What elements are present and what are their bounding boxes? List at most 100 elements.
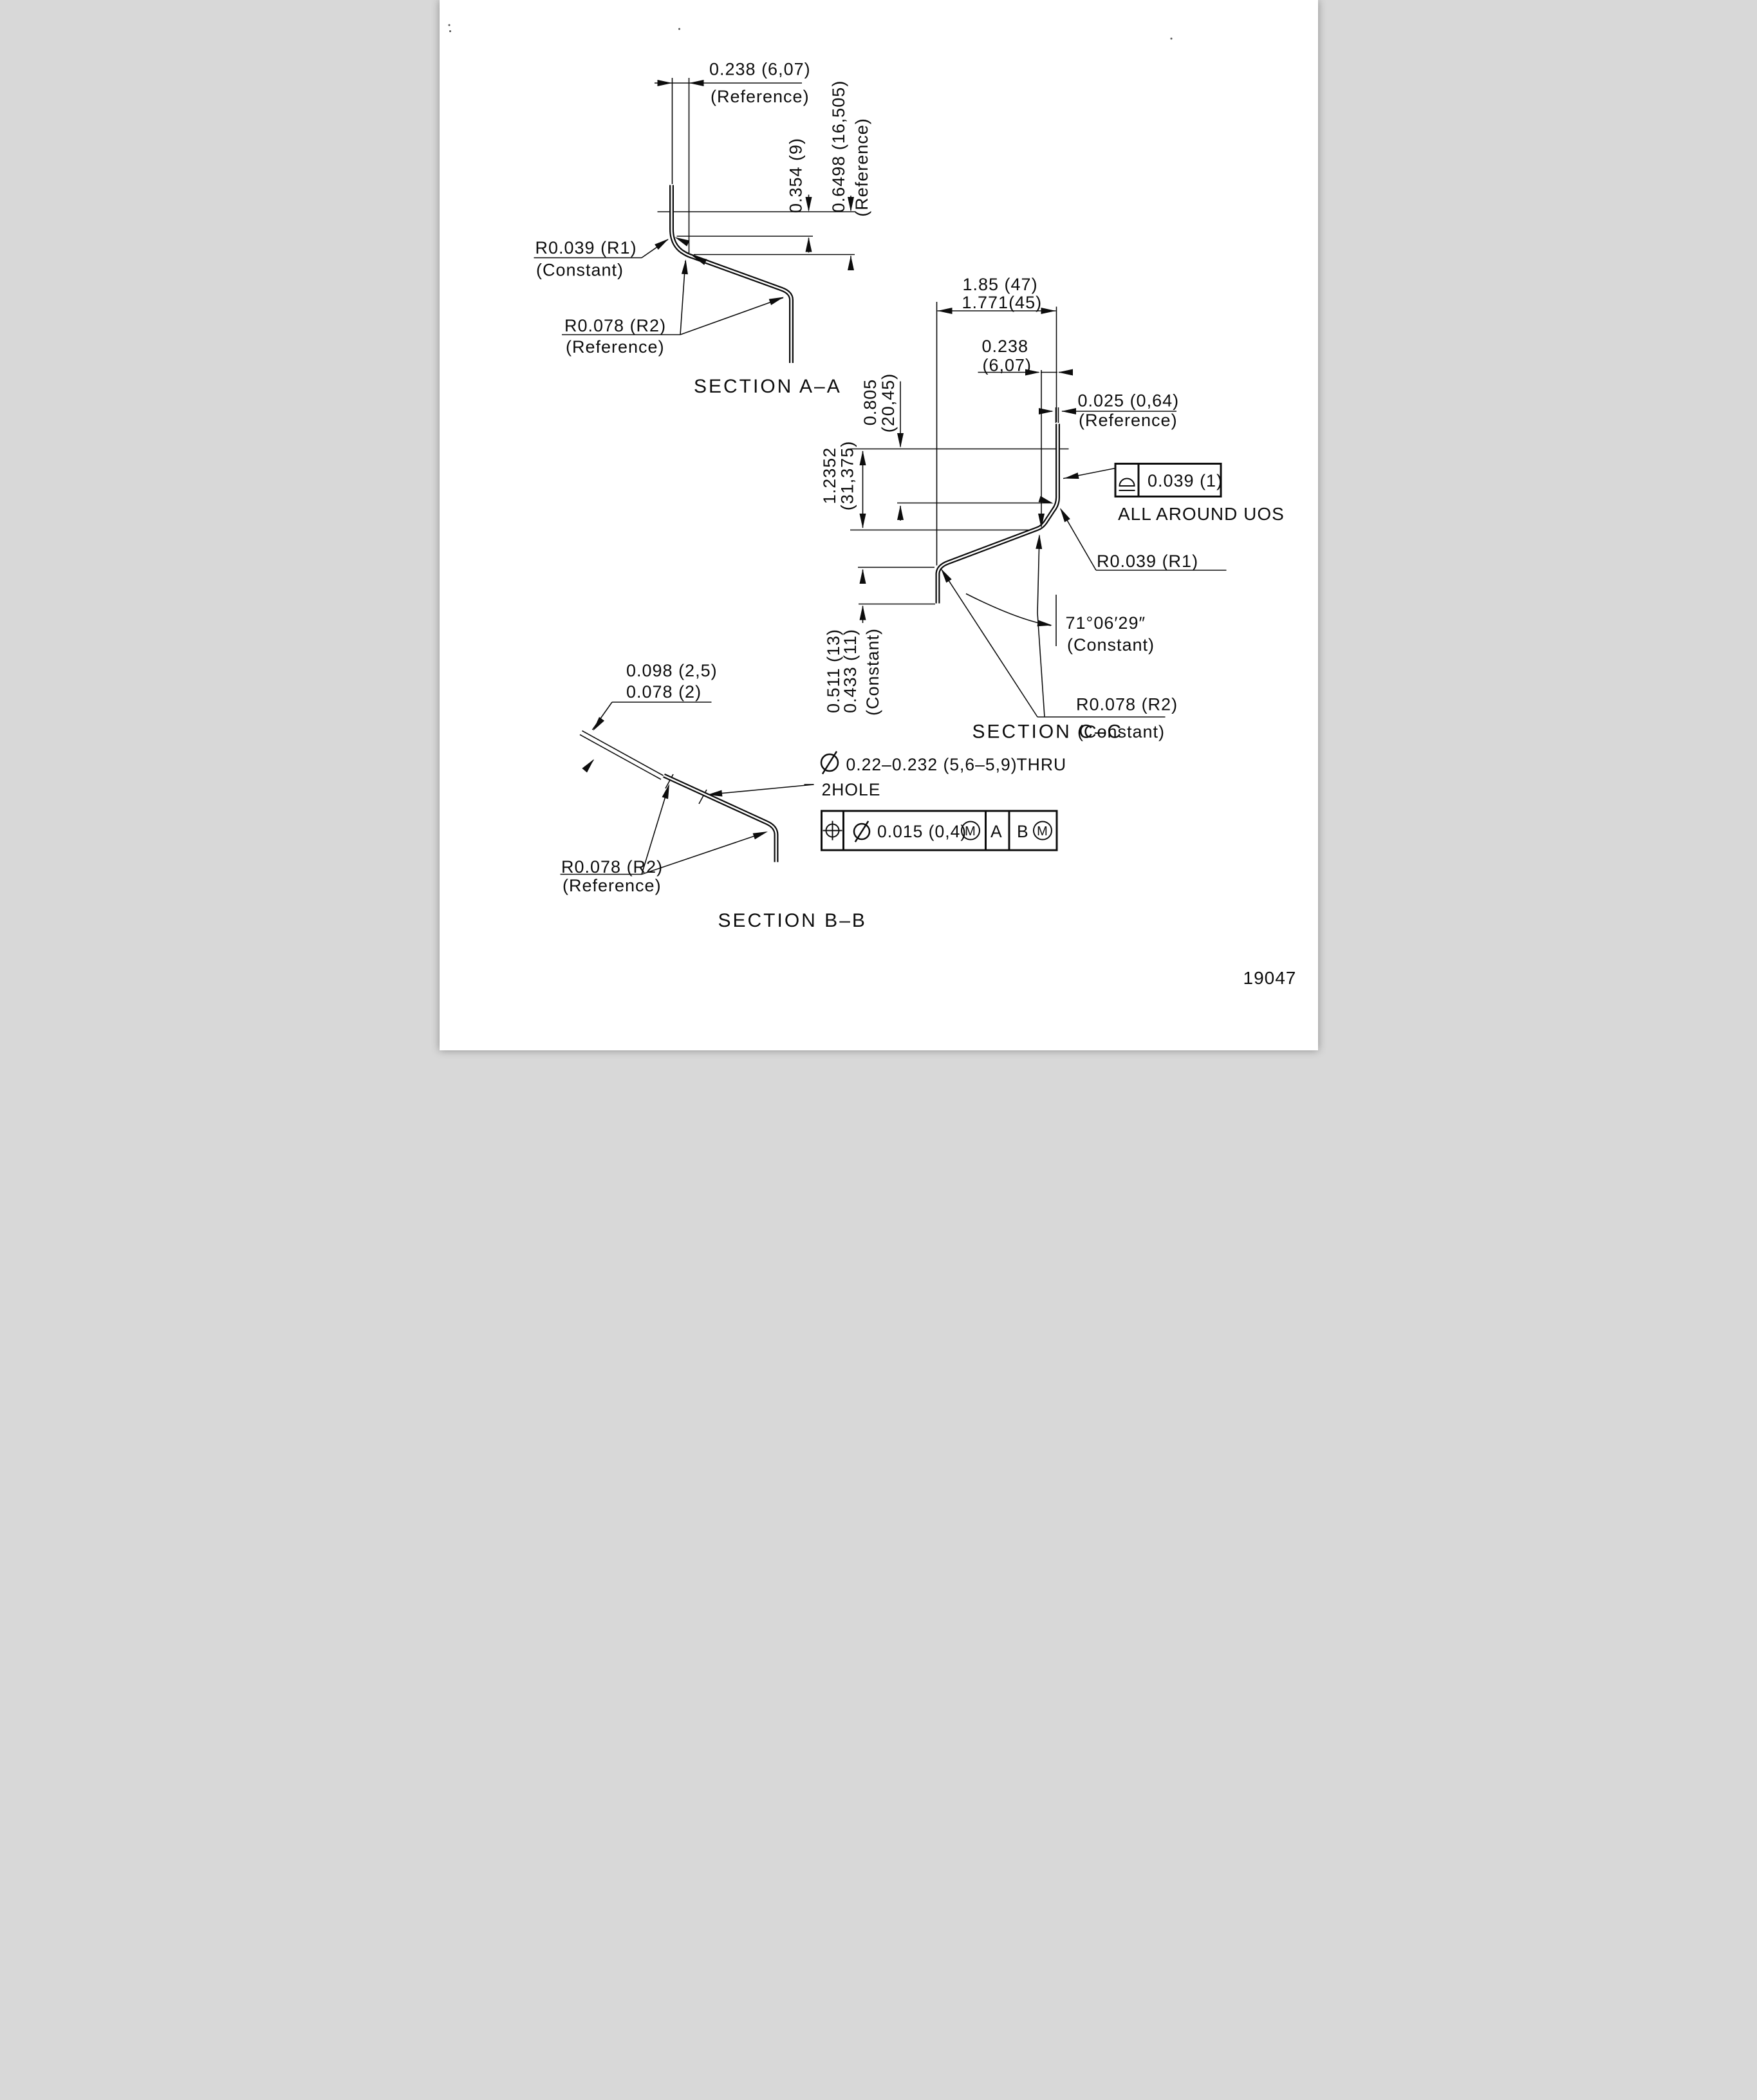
diameter-icon-fcf bbox=[853, 822, 870, 841]
bb-fcf-material-modifier-2: M bbox=[1037, 824, 1048, 839]
cc-profile-tolerance-frame bbox=[1114, 463, 1222, 497]
bb-fcf-datum-b: B bbox=[1017, 822, 1029, 841]
diameter-icon-callout-slash bbox=[821, 750, 837, 775]
aa-sheet-profile-core bbox=[670, 185, 792, 363]
scan-speck-2 bbox=[678, 28, 680, 30]
arrowhead-10 bbox=[768, 297, 784, 306]
bb-section-title: SECTION B–B bbox=[718, 910, 866, 931]
cc-dim-1771-label: 1.771(45) bbox=[962, 293, 1042, 312]
aa-dim-0354-label: 0.354 (9) bbox=[786, 138, 805, 213]
dim-line-43 bbox=[940, 569, 1038, 718]
aa-radius-r2-ref-label: (Reference) bbox=[566, 337, 665, 357]
cc-radius-r2-constant-label: (Constant) bbox=[1077, 722, 1165, 741]
bb-hole-count-note: 2HOLE bbox=[821, 780, 880, 799]
scan-speck-1 bbox=[449, 30, 451, 32]
dim-line-57 bbox=[641, 832, 766, 875]
cc-dim-0238-label: 0.238 bbox=[981, 337, 1028, 356]
arrowhead-1 bbox=[689, 80, 703, 86]
dim-line-50 bbox=[579, 734, 661, 780]
arrowhead-12 bbox=[1041, 308, 1055, 314]
bb-radius-r2-label: R0.078 (R2) bbox=[561, 857, 663, 877]
bb-hole-thru-note: THRU bbox=[1016, 755, 1066, 774]
bb-fcf-datum-a: A bbox=[990, 822, 1003, 841]
dim-line-54 bbox=[708, 784, 814, 795]
arrowhead-8 bbox=[654, 239, 669, 250]
scan-speck-3 bbox=[1170, 37, 1172, 40]
cc-dim-0238-mm-label: (6,07) bbox=[982, 356, 1032, 375]
arrowhead-31 bbox=[581, 759, 594, 773]
arrowhead-32 bbox=[707, 790, 722, 797]
arrowhead-24 bbox=[859, 605, 866, 620]
aa-dim-0238-ref-label: (Reference) bbox=[711, 87, 810, 106]
material-condition-circle-2 bbox=[1032, 821, 1052, 841]
bb-thickness-0098-label: 0.098 (2,5) bbox=[626, 661, 718, 680]
aa-dim-06498-label: 0.6498 (16,505) bbox=[829, 80, 848, 213]
dim-line-51 bbox=[664, 774, 674, 789]
bb-sheet-profile-core bbox=[663, 774, 777, 862]
arrowhead-23 bbox=[859, 569, 866, 584]
arrowhead-28 bbox=[940, 568, 952, 583]
bb-position-tolerance-frame bbox=[820, 810, 1057, 851]
arrowhead-18 bbox=[1038, 496, 1054, 504]
aa-dim-06498-ref-label: (Reference) bbox=[852, 118, 871, 217]
arrowhead-19 bbox=[897, 433, 904, 448]
arrowhead-0 bbox=[657, 80, 672, 86]
cc-dim-12352-label: 1.2352 bbox=[820, 447, 839, 505]
arrowhead-27 bbox=[1037, 620, 1052, 627]
cc-angle-label: 71°06′29″ bbox=[1065, 613, 1146, 633]
arrowhead-22 bbox=[859, 514, 866, 528]
cc-section-title: SECTION C–C bbox=[972, 721, 1123, 743]
cc-profile-tolerance-value: 0.039 (1) bbox=[1148, 471, 1223, 490]
cc-dim-0511-label: 0.511 (13) bbox=[824, 629, 843, 713]
bb-fcf-tolerance-value: 0.015 (0,4) bbox=[877, 822, 967, 841]
aa-radius-r1-label: R0.039 (R1) bbox=[535, 238, 637, 257]
cc-radius-r2-label: R0.078 (R2) bbox=[1076, 695, 1178, 714]
scan-speck-0 bbox=[448, 24, 450, 26]
arrowhead-17 bbox=[1037, 514, 1045, 528]
aa-radius-r2-label: R0.078 (R2) bbox=[564, 316, 666, 335]
arrowhead-13 bbox=[1025, 369, 1040, 376]
dim-line-52 bbox=[698, 789, 707, 804]
cc-dim-0025-label: 0.025 (0,64) bbox=[1077, 391, 1179, 411]
arrowhead-30 bbox=[593, 716, 604, 731]
aa-dim-0238-label: 0.238 (6,07) bbox=[709, 60, 811, 79]
cc-dim-0511-constant-label: (Constant) bbox=[863, 628, 882, 716]
arrowhead-29 bbox=[1035, 534, 1042, 550]
arrowhead-14 bbox=[1057, 369, 1073, 376]
material-condition-circle-1 bbox=[960, 821, 980, 841]
paper-background bbox=[439, 0, 1318, 1050]
cc-dim-185-label: 1.85 (47) bbox=[962, 275, 1037, 294]
arrowhead-2 bbox=[805, 197, 812, 212]
cc-all-around-uos-note: ALL AROUND UOS bbox=[1118, 504, 1285, 524]
diameter-icon-callout bbox=[820, 753, 839, 772]
cc-radius-r1-label: R0.039 (R1) bbox=[1097, 552, 1198, 571]
arrowhead-11 bbox=[937, 308, 952, 314]
diameter-icon-fcf-slash bbox=[854, 821, 869, 842]
cc-dim-0805-label: 0.805 bbox=[860, 379, 880, 426]
bb-fcf-material-modifier-1: M bbox=[965, 824, 976, 839]
page-number: 19047 bbox=[1243, 968, 1296, 988]
arrowhead-7 bbox=[692, 256, 707, 265]
arrowhead-3 bbox=[805, 237, 812, 252]
cc-angle-constant-label: (Constant) bbox=[1067, 635, 1155, 655]
drawing-sheet: 0.238 (6,07) (Reference) 0.354 (9) 0.6498 (… bbox=[439, 0, 1318, 1050]
arrowhead-16 bbox=[1061, 408, 1076, 414]
surface-profile-icon bbox=[1118, 478, 1135, 487]
arrowhead-34 bbox=[752, 832, 768, 840]
arrowhead-20 bbox=[897, 505, 904, 520]
cc-dim-0433-label: 0.433 (11) bbox=[841, 629, 860, 713]
arrowhead-33 bbox=[661, 784, 669, 799]
arrowhead-15 bbox=[1038, 408, 1054, 414]
aa-radius-r1-constant-label: (Constant) bbox=[536, 261, 624, 280]
arrowhead-9 bbox=[681, 259, 688, 275]
cc-dim-0025-ref-label: (Reference) bbox=[1079, 411, 1178, 430]
cc-dim-12352-mm-label: (31,375) bbox=[837, 441, 857, 511]
dim-line-44 bbox=[1036, 613, 1045, 718]
dim-line-56 bbox=[640, 785, 669, 875]
dim-line-49 bbox=[581, 730, 664, 776]
arrowhead-21 bbox=[859, 451, 866, 465]
aa-section-title: SECTION A–A bbox=[694, 376, 842, 397]
engineering-drawing-canvas: 0.238 (6,07) (Reference) 0.354 (9) 0.6498 (… bbox=[439, 0, 1318, 1050]
arrowhead-26 bbox=[1059, 508, 1070, 523]
cc-dim-0805-mm-label: (20,45) bbox=[879, 373, 898, 433]
